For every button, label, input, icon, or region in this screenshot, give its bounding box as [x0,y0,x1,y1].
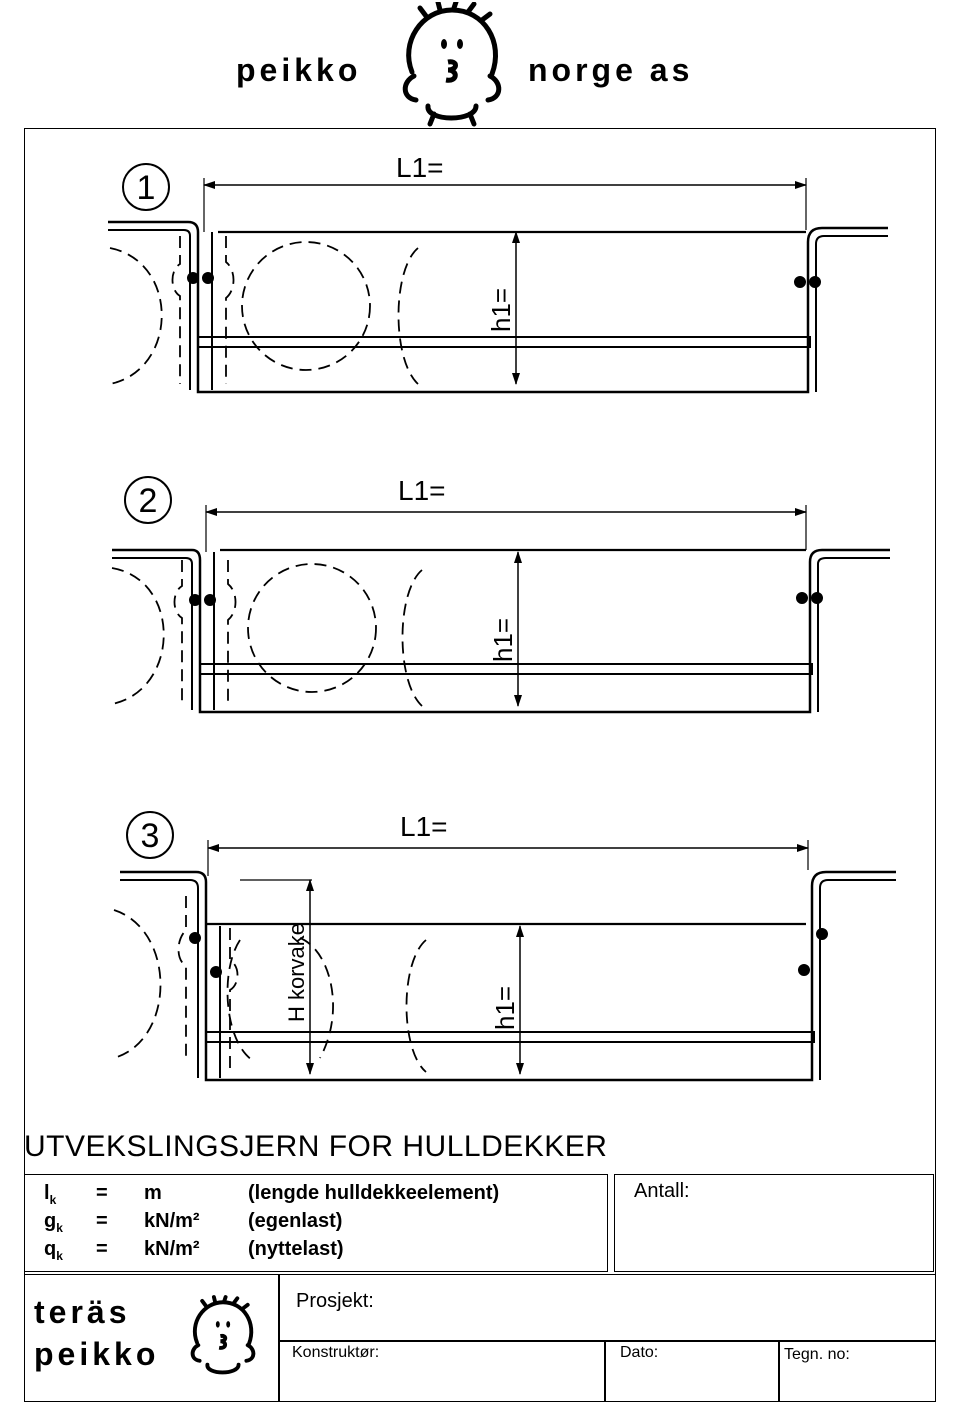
drawing-1-number: 1 [137,169,156,207]
spec-unit: kN/m² [144,1210,200,1232]
footer-brand-line2: peikko [34,1336,160,1372]
drawing-2-height-label: h1= [488,618,518,662]
drawing-3-number: 3 [141,817,160,855]
drawing-number-circle [126,811,174,859]
spec-equals: = [96,1182,108,1204]
spec-row: lk = m (lengde hulldekkeelement) [44,1182,604,1210]
spec-note: (nyttelast) [248,1238,344,1260]
drawing-2-span-label: L1= [398,475,446,506]
document-title: UTVEKSLINGSJERN FOR HULLDEKKER [24,1130,608,1163]
drawing-3-korvake-label: H korvake [284,923,309,1022]
spec-rows: lk = m (lengde hulldekkeelement) gk = kN… [44,1182,604,1266]
spec-note: (egenlast) [248,1210,343,1232]
title-block-divider-dato [604,1340,606,1402]
tegn-no-label: Tegn. no: [784,1346,850,1363]
spec-symbol: g [44,1210,57,1232]
spec-unit: m [144,1182,162,1204]
antall-label: Antall: [634,1180,690,1202]
spec-row: qk = kN/m² (nyttelast) [44,1238,604,1266]
drawing-3-span-label: L1= [400,811,448,842]
spec-symbol: l [44,1182,50,1204]
drawing-3-height-label: h1= [490,986,520,1030]
spec-unit: kN/m² [144,1238,200,1260]
antall-box [614,1174,934,1272]
title-block [24,1274,936,1402]
spec-equals: = [96,1210,108,1232]
drawing-1-height-label: h1= [486,288,516,332]
spec-equals: = [96,1238,108,1260]
spec-note: (lengde hulldekkeelement) [248,1182,500,1204]
drawing-1-span-label: L1= [396,152,444,183]
title-block-divider-row [278,1340,936,1342]
prosjekt-label: Prosjekt: [296,1290,374,1312]
drawing-3 [113,811,896,1082]
title-block-divider-left [278,1274,280,1402]
footer-brand-line1: teräs [34,1294,131,1330]
spec-subscript: k [49,1193,57,1207]
drawing-1 [108,163,888,394]
title-block-divider-tegn [778,1340,780,1402]
dato-label: Dato: [620,1344,659,1361]
footer-mascot-logo [190,1295,256,1375]
spec-subscript: k [56,1221,63,1235]
konstruktor-label: Konstruktør: [292,1344,380,1361]
drawing-2 [111,476,890,714]
drawing-number-circle [124,476,172,524]
brand-left: peikko [236,52,362,88]
drawing-2-number: 2 [139,482,158,520]
brand-right: norge as [528,52,694,88]
spec-box [24,1174,608,1272]
spec-subscript: k [56,1249,63,1263]
drawing-number-circle [122,163,170,211]
peikko-mascot-logo [402,2,502,127]
spec-symbol: q [44,1238,57,1260]
spec-row: gk = kN/m² (egenlast) [44,1210,604,1238]
